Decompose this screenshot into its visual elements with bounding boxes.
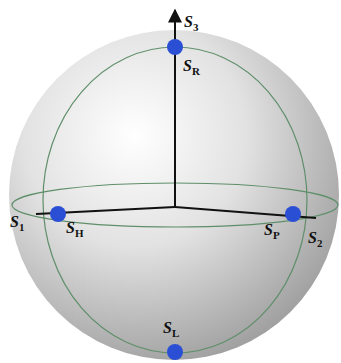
axis-label: S1 xyxy=(10,214,24,233)
state-dot xyxy=(50,206,66,222)
axis-label: S2 xyxy=(308,230,322,249)
axis-label: SP xyxy=(264,222,280,241)
axis-label: SL xyxy=(163,320,179,339)
state-dot xyxy=(167,344,183,360)
axis-label: SH xyxy=(66,220,83,239)
state-dot xyxy=(167,39,183,55)
axis-label: S3 xyxy=(184,14,198,33)
state-dot xyxy=(285,206,301,222)
axis-label: SR xyxy=(183,58,200,77)
